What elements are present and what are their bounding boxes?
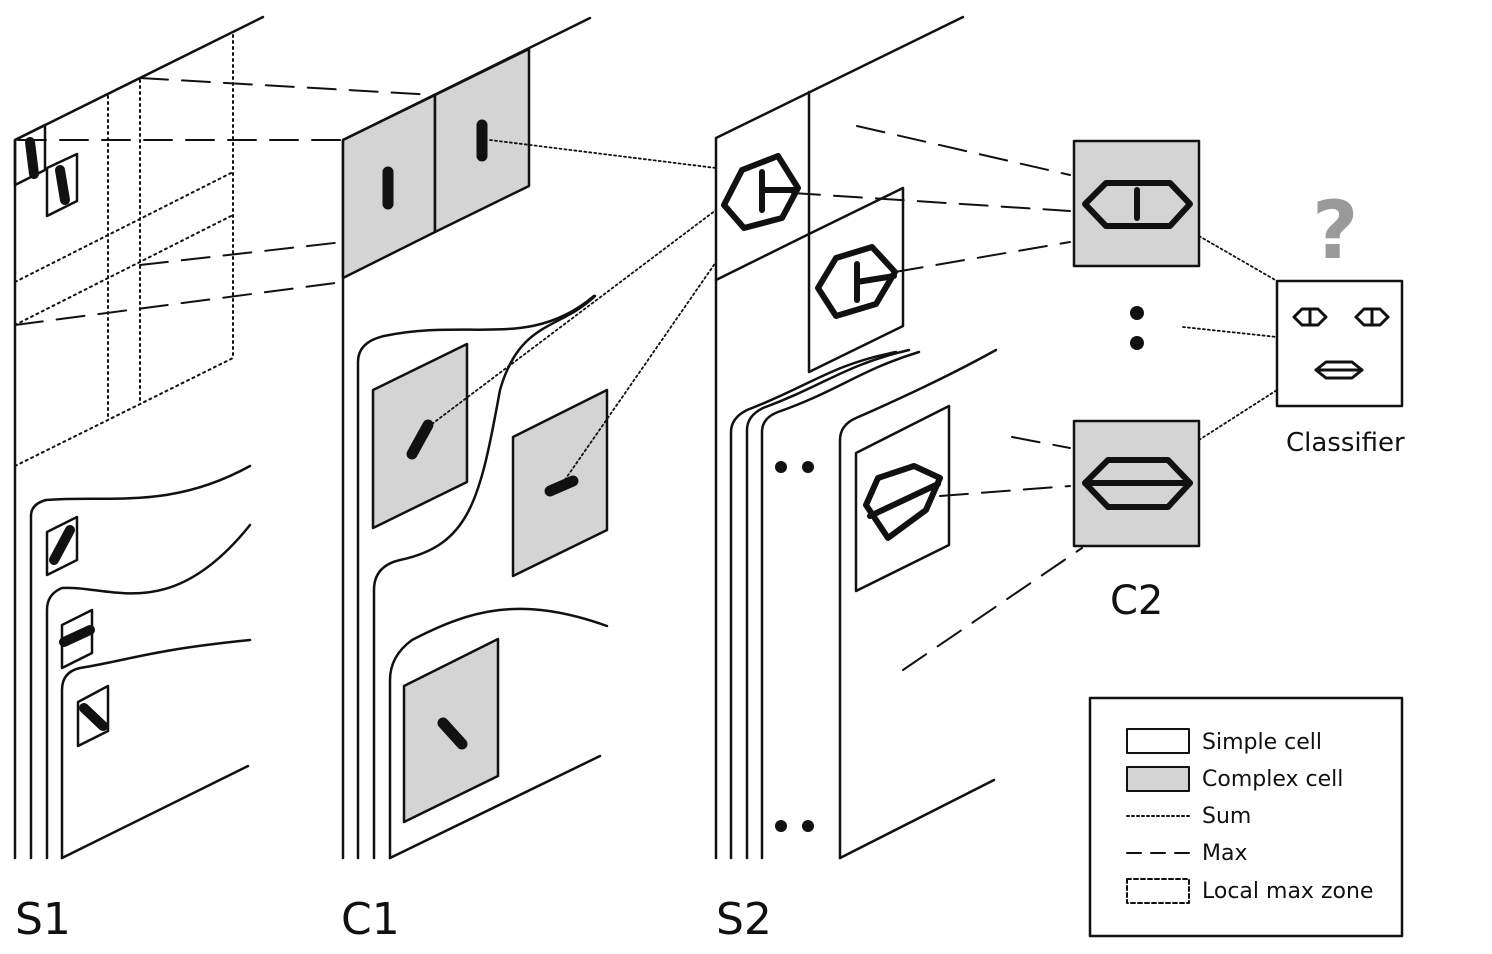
s2-simple-cell (807, 186, 905, 374)
s1-simple-cell (45, 515, 79, 577)
max-connections (14, 77, 1083, 671)
s1-simple-cell (59, 608, 95, 670)
legend-simple-swatch (1126, 728, 1190, 754)
s2-simple-cell (854, 404, 951, 593)
classifier-label: Classifier (1286, 428, 1405, 458)
s1-simple-cell (45, 152, 79, 218)
legend-complex-label: Complex cell (1202, 767, 1343, 792)
s2-label: S2 (716, 894, 772, 945)
legend (1088, 696, 1404, 938)
c2-layer (1072, 139, 1201, 548)
legend-simple-label: Simple cell (1202, 730, 1322, 755)
legend-sum-label: Sum (1202, 804, 1251, 829)
legend-local-max-label: Local max zone (1202, 879, 1373, 904)
legend-local-max-swatch (1126, 878, 1190, 904)
classifier-box (1275, 279, 1404, 408)
s2-layer (714, 15, 998, 860)
c2-label: C2 (1110, 578, 1163, 624)
s1-simple-cell (13, 123, 47, 187)
s1-layer (13, 15, 265, 860)
s1-label: S1 (15, 894, 71, 945)
c1-layer (341, 16, 609, 860)
question-mark: ? (1312, 184, 1358, 277)
s1-simple-cell (76, 684, 110, 748)
legend-complex-swatch (1126, 766, 1190, 792)
sum-connections (423, 139, 1278, 485)
legend-max-label: Max (1202, 841, 1247, 866)
c1-label: C1 (341, 894, 400, 945)
